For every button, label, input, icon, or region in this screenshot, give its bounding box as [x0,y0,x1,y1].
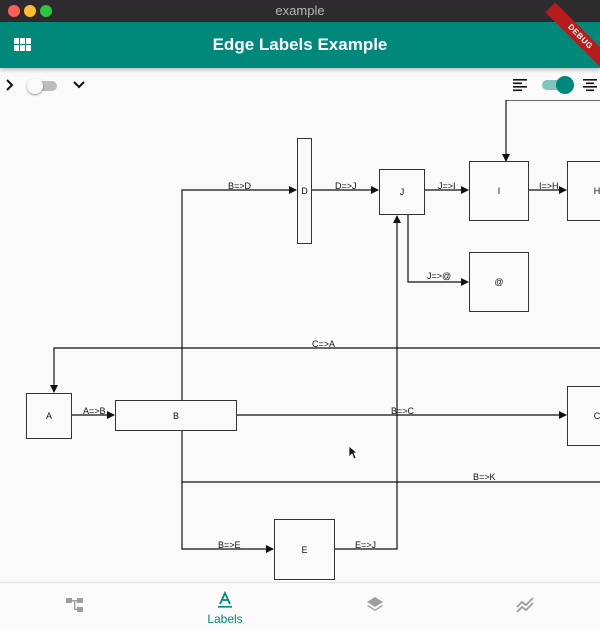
edge-label-b-c: B=>C [391,406,415,416]
node-i[interactable]: I [469,161,529,221]
edge-top-to-i [502,100,600,162]
nav-item-chart[interactable] [450,583,600,631]
node-e[interactable]: E [274,519,335,580]
edge-c-a [50,347,600,393]
node-a[interactable]: A [26,393,72,439]
node-d[interactable]: D [297,138,312,244]
align-toggle[interactable] [540,76,574,94]
edge-label-b-e: B=>E [218,540,241,550]
align-center-icon[interactable] [582,77,598,93]
edge-label-d-j: D=>J [335,181,357,191]
window-titlebar: example [0,0,600,22]
mouse-cursor-icon [348,445,358,460]
edge-label-c-a: C=>A [312,339,336,349]
edge-label-e-j: E=>J [355,540,377,550]
edge-label-j-i: J=>I [438,181,456,191]
app-bar: Edge Labels Example DEBUG [0,2,600,72]
graph-canvas[interactable]: D J I H @ A B C E B=>D D=>J J=>I I=>H J=… [0,100,600,582]
node-h[interactable]: H [567,161,600,221]
align-left-icon[interactable] [512,77,528,93]
edge-j-at [407,214,469,286]
edge-b-k [181,430,600,483]
edge-b-e [181,482,274,553]
edge-label-b-d: B=>D [228,181,252,191]
chart-icon [516,597,534,613]
node-at[interactable]: @ [469,252,529,312]
toggle-track [29,81,57,91]
nav-label-labels: Labels [207,612,243,626]
maximize-window-button[interactable] [40,5,52,17]
grid-icon[interactable] [14,38,31,51]
edge-label-i-h: I=>H [539,181,559,191]
nav-item-layers[interactable] [300,583,450,631]
node-b[interactable]: B [115,400,237,431]
tree-icon [66,598,83,612]
node-j[interactable]: J [379,169,425,215]
graph-toolbar [0,72,600,100]
edge-label-b-k: B=>K [473,472,496,482]
edge-e-j [335,215,401,550]
edge-label-j-at: J=>@ [427,271,452,281]
graph-edges [50,100,600,553]
close-window-button[interactable] [8,5,20,17]
minimize-window-button[interactable] [24,5,36,17]
layers-icon [367,597,383,611]
page-title: Edge Labels Example [212,35,388,54]
nav-item-tree[interactable] [0,583,150,631]
node-c[interactable]: C [567,386,600,446]
edge-label-a-b: A=>B [83,406,106,416]
chevron-right-icon[interactable] [4,78,16,92]
text-a-icon [218,591,232,608]
bottom-navigation: Labels [0,582,600,631]
window-title: example [275,3,325,18]
orientation-toggle[interactable] [27,78,59,94]
nav-item-labels[interactable]: Labels [150,583,300,631]
chevron-down-icon[interactable] [72,79,86,91]
toggle-knob [27,78,43,94]
toggle-knob [556,76,574,94]
edge-b-d [181,186,297,400]
